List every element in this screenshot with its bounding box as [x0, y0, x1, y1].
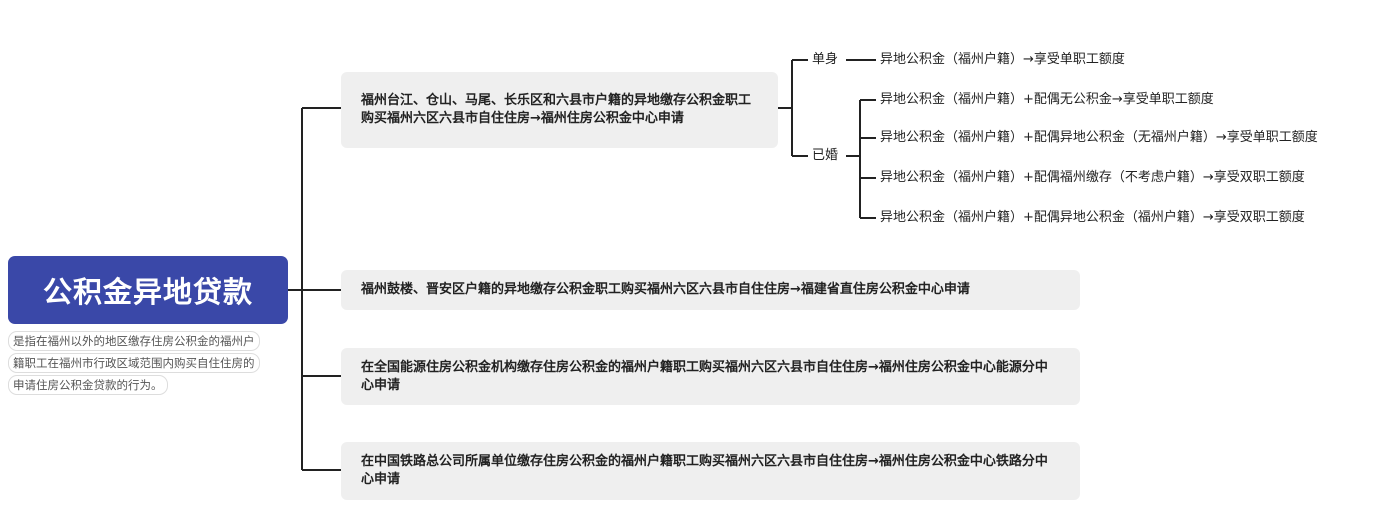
branch-topic[interactable]: 福州鼓楼、晋安区户籍的异地缴存公积金职工购买福州六区六县市自住住房→福建省直住房…: [341, 270, 1080, 310]
branch-text: 在中国铁路总公司所属单位缴存住房公积金的福州户籍职工购买福州六区六县市自住住房→…: [361, 454, 1048, 487]
married-result[interactable]: 异地公积金（福州户籍）+配偶异地公积金（无福州户籍）→享受单职工额度: [880, 130, 1318, 145]
married-result[interactable]: 异地公积金（福州户籍）+配偶福州缴存（不考虑户籍）→享受双职工额度: [880, 170, 1305, 185]
branch-text: 在全国能源住房公积金机构缴存住房公积金的福州户籍职工购买福州六区六县市自住住房→…: [361, 359, 1048, 393]
married-result[interactable]: 异地公积金（福州户籍）+配偶无公积金→享受单职工额度: [880, 92, 1214, 107]
root-note-line: 申请住房公积金贷款的行为。: [8, 375, 168, 395]
root-note-line: 是指在福州以外的地区缴存住房公积金的福州户: [8, 331, 260, 351]
branch-text: 福州鼓楼、晋安区户籍的异地缴存公积金职工购买福州六区六县市自住住房→福建省直住房…: [361, 282, 970, 297]
single-topic[interactable]: 单身: [812, 52, 839, 67]
single-result[interactable]: 异地公积金（福州户籍）→享受单职工额度: [880, 52, 1125, 67]
married-result[interactable]: 异地公积金（福州户籍）+配偶异地公积金（福州户籍）→享受双职工额度: [880, 210, 1305, 225]
branch-topic[interactable]: 在全国能源住房公积金机构缴存住房公积金的福州户籍职工购买福州六区六县市自住住房→…: [341, 348, 1080, 405]
branch-topic[interactable]: 福州台江、仓山、马尾、长乐区和六县市户籍的异地缴存公积金职工购买福州六区六县市自…: [341, 72, 778, 148]
married-topic[interactable]: 已婚: [812, 148, 839, 163]
root-topic[interactable]: 公积金异地贷款: [8, 256, 288, 324]
branch-text: 福州台江、仓山、马尾、长乐区和六县市户籍的异地缴存公积金职工购买福州六区六县市自…: [361, 93, 752, 126]
branch-topic[interactable]: 在中国铁路总公司所属单位缴存住房公积金的福州户籍职工购买福州六区六县市自住住房→…: [341, 442, 1080, 500]
root-note-line: 籍职工在福州市行政区域范围内购买自住住房的: [8, 353, 260, 373]
